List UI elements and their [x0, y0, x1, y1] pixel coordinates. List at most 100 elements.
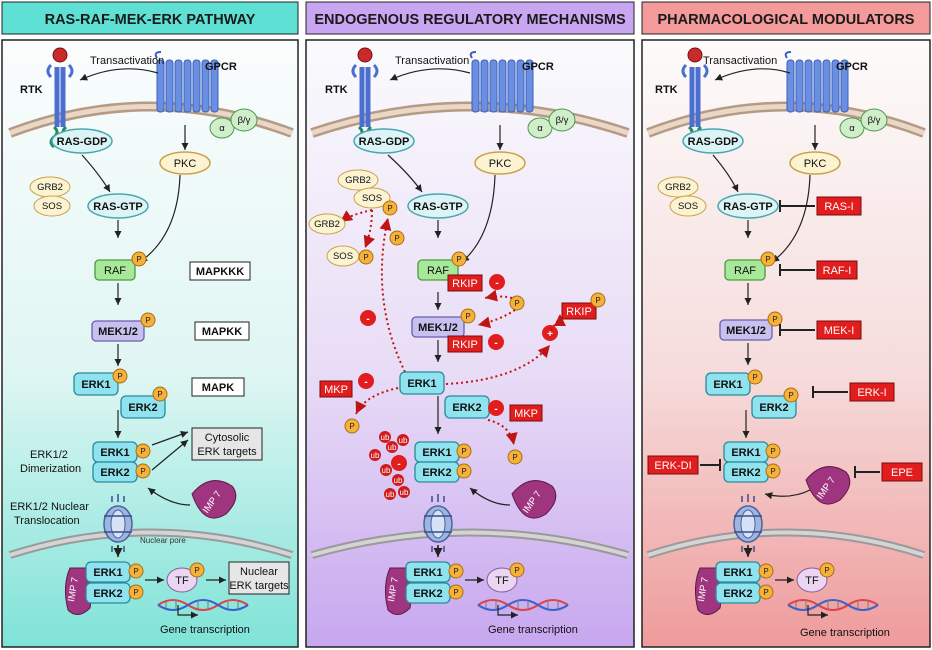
ubiquitin-chain: ub ub ub ub ub ub ub ub	[369, 431, 410, 500]
svg-text:SOS: SOS	[362, 193, 382, 204]
transactivation-arrow	[79, 68, 159, 81]
svg-text:P: P	[133, 567, 138, 576]
svg-text:Transactivation: Transactivation	[703, 55, 777, 67]
mapkk-box	[194, 321, 250, 341]
raf-label: RAF	[104, 265, 126, 277]
mek-inhibitor	[816, 320, 862, 340]
svg-text:-: -	[397, 459, 400, 470]
svg-text:P: P	[788, 391, 793, 400]
svg-text:P: P	[514, 566, 519, 575]
svg-text:P: P	[461, 467, 466, 476]
svg-text:RAF: RAF	[427, 265, 449, 277]
svg-text:Gene transcription: Gene transcription	[488, 624, 578, 636]
svg-text:RKIP: RKIP	[452, 278, 478, 290]
svg-text:RAS-GDP: RAS-GDP	[688, 136, 739, 148]
svg-text:IMP 7: IMP 7	[696, 576, 711, 602]
svg-text:RTK: RTK	[325, 84, 348, 96]
svg-text:TF: TF	[805, 575, 819, 587]
ras-gtp-label: RAS-GTP	[93, 201, 143, 213]
svg-text:P: P	[770, 467, 775, 476]
inhibition-bar-icon	[779, 200, 815, 212]
svg-text:ERK1: ERK1	[422, 447, 451, 459]
svg-text:GPCR: GPCR	[836, 61, 868, 73]
mapk-box	[191, 377, 245, 397]
svg-text:ub: ub	[399, 436, 408, 445]
svg-text:P: P	[514, 299, 519, 308]
dimerization-label-1: ERK1/2	[30, 449, 68, 461]
tf-node	[166, 567, 198, 593]
svg-text:RAS-GTP: RAS-GTP	[413, 201, 463, 213]
svg-text:PKC: PKC	[489, 158, 512, 170]
svg-text:-: -	[495, 278, 498, 289]
imp7-icon	[191, 480, 237, 519]
svg-text:P: P	[512, 453, 517, 462]
mek-node	[91, 320, 145, 342]
dimerization-label-2: Dimerization	[20, 463, 81, 475]
g-alpha	[209, 117, 235, 139]
svg-text:β/γ: β/γ	[868, 115, 881, 126]
svg-text:P: P	[194, 566, 199, 575]
svg-text:Gene transcription: Gene transcription	[800, 627, 890, 639]
svg-text:ERK targets: ERK targets	[197, 446, 257, 458]
svg-text:ub: ub	[400, 488, 409, 497]
svg-text:ERK1: ERK1	[731, 447, 760, 459]
svg-text:ERK1: ERK1	[407, 378, 436, 390]
svg-text:P: P	[136, 255, 141, 264]
svg-text:MKP: MKP	[324, 384, 348, 396]
svg-text:SOS: SOS	[678, 201, 698, 212]
svg-text:RAS-GDP: RAS-GDP	[359, 136, 410, 148]
svg-text:PKC: PKC	[804, 158, 827, 170]
phospho-icon	[112, 368, 128, 384]
svg-text:RAF: RAF	[734, 265, 756, 277]
svg-text:β/γ: β/γ	[238, 115, 251, 126]
svg-text:P: P	[145, 316, 150, 325]
svg-text:MEK-I: MEK-I	[824, 325, 855, 337]
phospho-icon	[152, 386, 168, 402]
raf-node	[94, 259, 136, 281]
panel1-header-bg	[1, 1, 299, 35]
svg-text:RKIP: RKIP	[452, 339, 478, 351]
phospho-icon	[140, 312, 156, 328]
svg-text:MAPK: MAPK	[202, 382, 234, 394]
svg-text:ERK1: ERK1	[413, 567, 442, 579]
svg-text:Cytosolic: Cytosolic	[205, 432, 250, 444]
svg-text:P: P	[117, 372, 122, 381]
nuclear-pore-label: Nuclear pore	[140, 536, 186, 545]
svg-text:P: P	[363, 253, 368, 262]
svg-text:Nuclear: Nuclear	[240, 566, 278, 578]
svg-text:MAPKK: MAPKK	[202, 326, 242, 338]
svg-text:RAS-I: RAS-I	[824, 201, 853, 213]
svg-text:P: P	[157, 390, 162, 399]
svg-text:ub: ub	[386, 490, 395, 499]
panel3-title: PHARMACOLOGICAL MODULATORS	[658, 12, 915, 28]
svg-text:MEK1/2: MEK1/2	[418, 322, 458, 334]
gpcr-label: GPCR	[205, 61, 237, 73]
panel-ras-raf-mek-erk: RAS-RAF-MEK-ERK PATHWAY RTK GPCR Transac…	[1, 1, 299, 648]
svg-text:GRB2: GRB2	[665, 182, 691, 193]
svg-text:P: P	[387, 204, 392, 213]
svg-text:P: P	[752, 373, 757, 382]
svg-text:ERK2: ERK2	[128, 402, 157, 414]
svg-text:P: P	[595, 296, 600, 305]
panel1-title: RAS-RAF-MEK-ERK PATHWAY	[45, 12, 256, 28]
svg-text:ERK1: ERK1	[723, 567, 752, 579]
svg-text:ub: ub	[382, 466, 391, 475]
phospho-icon	[131, 251, 147, 267]
svg-text:P: P	[140, 467, 145, 476]
svg-text:TF: TF	[175, 575, 189, 587]
svg-text:ERK2: ERK2	[723, 588, 752, 600]
nuclear-targets-box	[228, 561, 290, 595]
svg-text:GRB2: GRB2	[345, 175, 371, 186]
svg-text:P: P	[824, 566, 829, 575]
mapkkk-box	[189, 261, 251, 281]
svg-text:ERK2: ERK2	[759, 402, 788, 414]
svg-text:ub: ub	[371, 451, 380, 460]
grb2-label: GRB2	[37, 182, 63, 193]
svg-text:β/γ: β/γ	[556, 115, 569, 126]
svg-text:P: P	[394, 234, 399, 243]
svg-text:RAF-I: RAF-I	[823, 265, 852, 277]
ras-gdp-node	[51, 128, 113, 154]
svg-text:P: P	[140, 447, 145, 456]
svg-text:ERK2: ERK2	[731, 467, 760, 479]
mek-label: MEK1/2	[98, 326, 138, 338]
